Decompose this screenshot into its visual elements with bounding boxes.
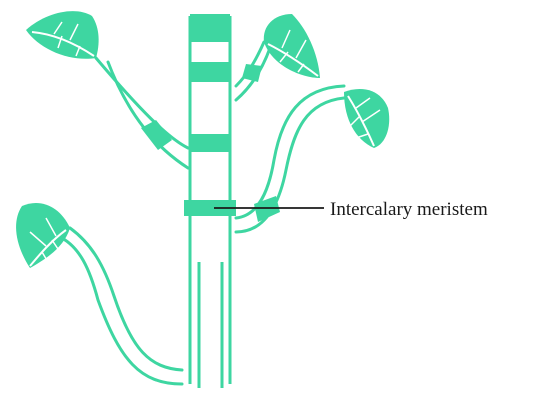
branch-band-upper-left bbox=[141, 120, 172, 150]
stem-segment-2 bbox=[190, 62, 230, 82]
leaf-top-left bbox=[26, 11, 99, 59]
main-stem bbox=[184, 14, 236, 388]
leaf-top-right bbox=[264, 14, 320, 78]
branch-upper-left-inner bbox=[96, 58, 188, 148]
leaf-lower-left bbox=[16, 203, 70, 268]
branch-band-upper-right bbox=[242, 64, 262, 82]
stem-segment-top bbox=[190, 14, 230, 42]
intercalary-meristem-label: Intercalary meristem bbox=[330, 199, 488, 220]
stem-segment-3 bbox=[190, 134, 230, 152]
leaf-right bbox=[344, 89, 389, 148]
branch-lower-left-inner bbox=[70, 228, 182, 370]
